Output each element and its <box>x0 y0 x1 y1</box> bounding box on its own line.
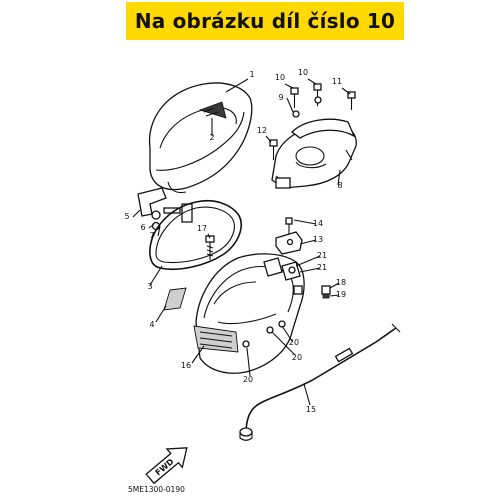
callout-c21b: 21 <box>317 263 327 272</box>
seat <box>148 82 253 194</box>
bracket-13 <box>275 217 303 255</box>
callout-c10b: 10 <box>298 68 308 77</box>
callout-c7: 7 <box>149 231 154 240</box>
label-sticker <box>163 287 187 311</box>
callout-labels: 1234567891010111213141516171819202020212… <box>124 68 346 414</box>
part-code: 5ME1300-0190 <box>128 485 185 494</box>
part-18-19 <box>321 285 331 299</box>
callout-c13: 13 <box>313 235 323 244</box>
title-banner: Na obrázku díl číslo 10 <box>126 2 404 40</box>
callout-c14: 14 <box>313 219 323 228</box>
leader-lines <box>132 78 351 406</box>
callout-c12: 12 <box>257 126 267 135</box>
callout-c20a: 20 <box>289 338 299 347</box>
callout-c3: 3 <box>147 282 152 291</box>
callout-c1: 1 <box>249 70 254 79</box>
callout-c15: 15 <box>306 405 316 414</box>
storage-box <box>193 253 305 374</box>
callout-c6: 6 <box>140 223 145 232</box>
callout-c4: 4 <box>149 320 154 329</box>
callout-c2: 2 <box>209 133 214 142</box>
callout-c8: 8 <box>337 181 342 190</box>
page-title: Na obrázku díl číslo 10 <box>134 9 396 33</box>
gasket <box>149 199 242 271</box>
callout-c5: 5 <box>124 212 129 221</box>
callout-c18: 18 <box>336 278 346 287</box>
callout-c17: 17 <box>197 224 207 233</box>
bolt-17 <box>205 235 215 260</box>
callout-c20c: 20 <box>243 375 253 384</box>
callout-c16: 16 <box>181 361 191 370</box>
bolts-top <box>269 83 356 160</box>
rear-carrier <box>271 118 357 189</box>
callout-c19: 19 <box>336 290 346 299</box>
callout-c20b: 20 <box>292 353 302 362</box>
callout-c10a: 10 <box>275 73 285 82</box>
callout-c21a: 21 <box>317 251 327 260</box>
callout-c9: 9 <box>278 93 283 102</box>
callout-c11: 11 <box>332 77 342 86</box>
fwd-arrow: FWD <box>145 447 188 485</box>
seat-hinge <box>137 187 193 231</box>
lock-cable <box>239 323 401 441</box>
